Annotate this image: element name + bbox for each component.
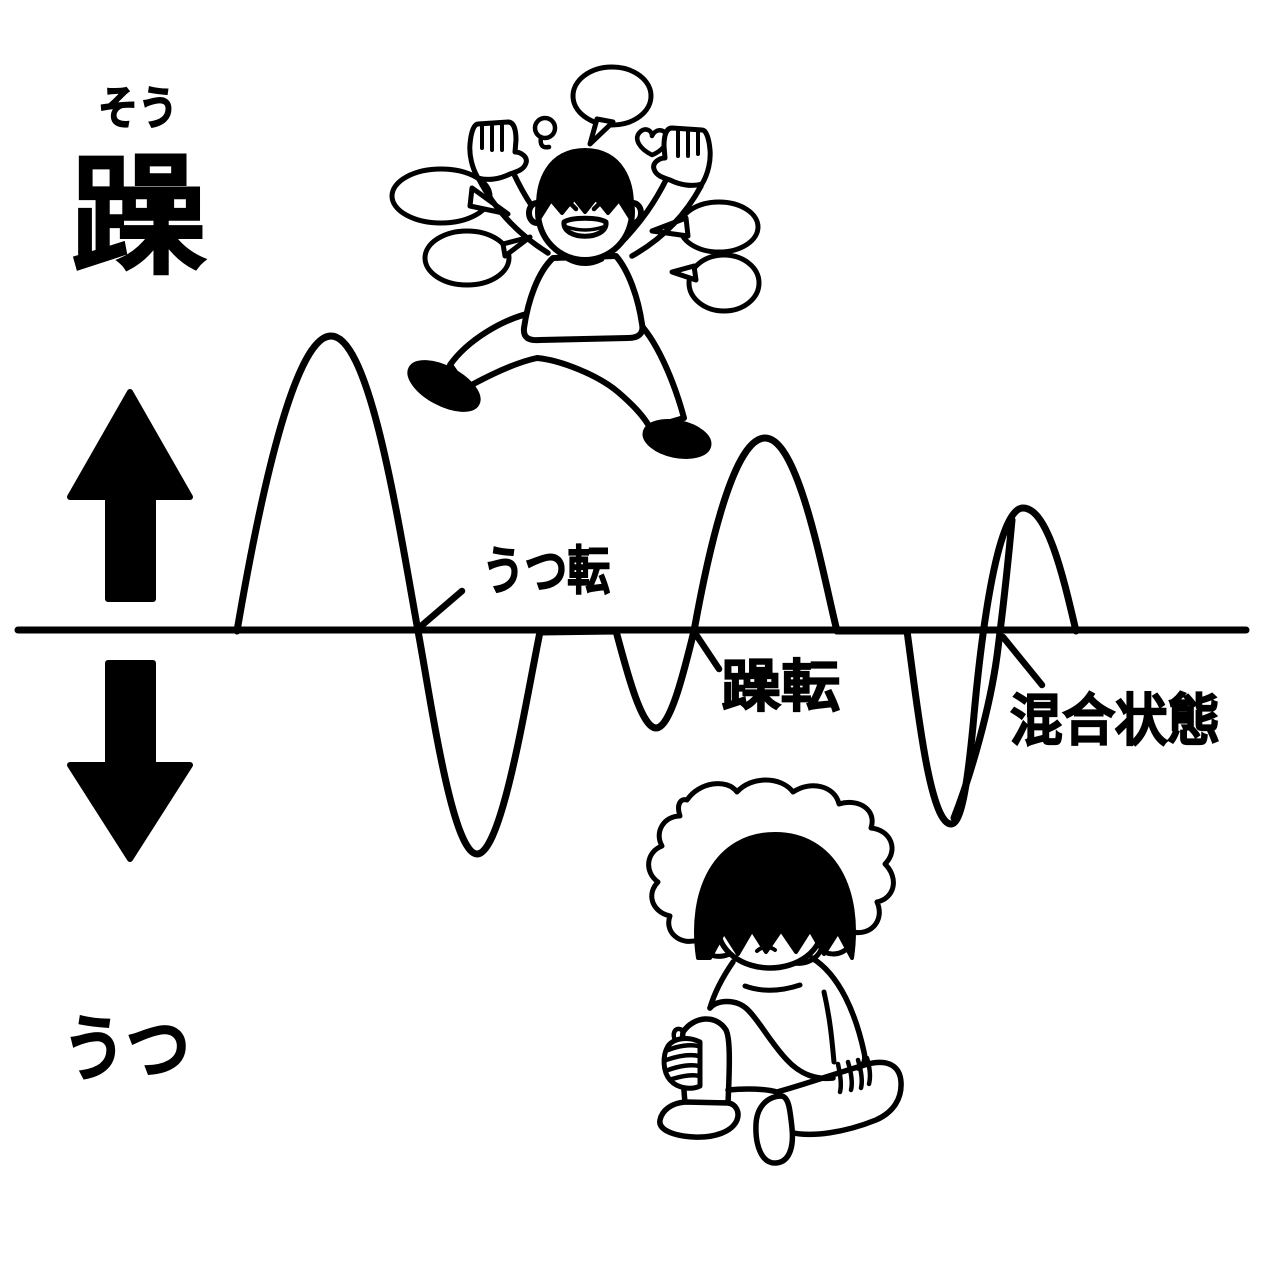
depressed-hair [694,832,856,960]
depressed-left-shoe [657,1099,741,1140]
manic-right-hand [651,125,713,188]
manic-mouth [561,215,609,239]
sad-mouth [755,945,777,953]
manic-right-shoe [642,419,712,459]
mood-wave-group [233,332,1080,858]
depression-label: うつ [62,1007,190,1091]
mixed-state-overlay-stroke [950,516,1016,822]
mood-wave [233,332,1080,858]
mixed-state-pointer [999,633,1046,689]
manic-left-arm [476,176,551,256]
manic-x-eye-right [591,194,609,212]
mania-furigana: そう [98,81,178,135]
mania-kanji: 躁 [72,141,207,293]
hand-on-leg [835,1055,873,1095]
depressed-collar [742,982,803,993]
manic-torso [520,253,646,344]
utsu-ten-label: うつ転 [482,542,610,602]
thought-balloon [532,115,558,150]
speech-bubble-top [570,64,654,147]
depressed-right-arm-outer [809,955,868,1071]
depressed-right-arm-inner [821,989,837,1065]
mood-axis: そう 躁 うつ [14,80,1250,1092]
utsu-ten-pointer [416,587,466,631]
up-arrow-icon [67,389,193,602]
speech-bubble-left-2 [422,228,533,288]
down-arrow-icon [67,660,193,862]
sad-eyebrow-left [735,913,755,923]
speech-bubble-right-2 [669,252,762,314]
hand-on-knee [661,1026,703,1091]
depressed-front-shoe [753,1093,796,1166]
depressed-figure [646,777,904,1166]
manic-figure [389,64,762,459]
sou-ten-pointer [691,629,723,673]
manic-left-shoe [407,360,481,412]
sad-eyebrow-right [766,912,786,922]
sad-eye-right [773,927,781,935]
wave-annotations: うつ転 躁転 混合状態 [416,541,1221,755]
sou-ten-label: 躁転 [722,655,840,720]
raised-thigh [707,998,836,1082]
mixed-state-label: 混合状態 [1010,689,1220,754]
sad-eye-left [744,928,752,936]
manic-right-arm [629,183,704,259]
manic-left-hand [467,119,529,182]
manic-x-eye-left [561,194,579,212]
